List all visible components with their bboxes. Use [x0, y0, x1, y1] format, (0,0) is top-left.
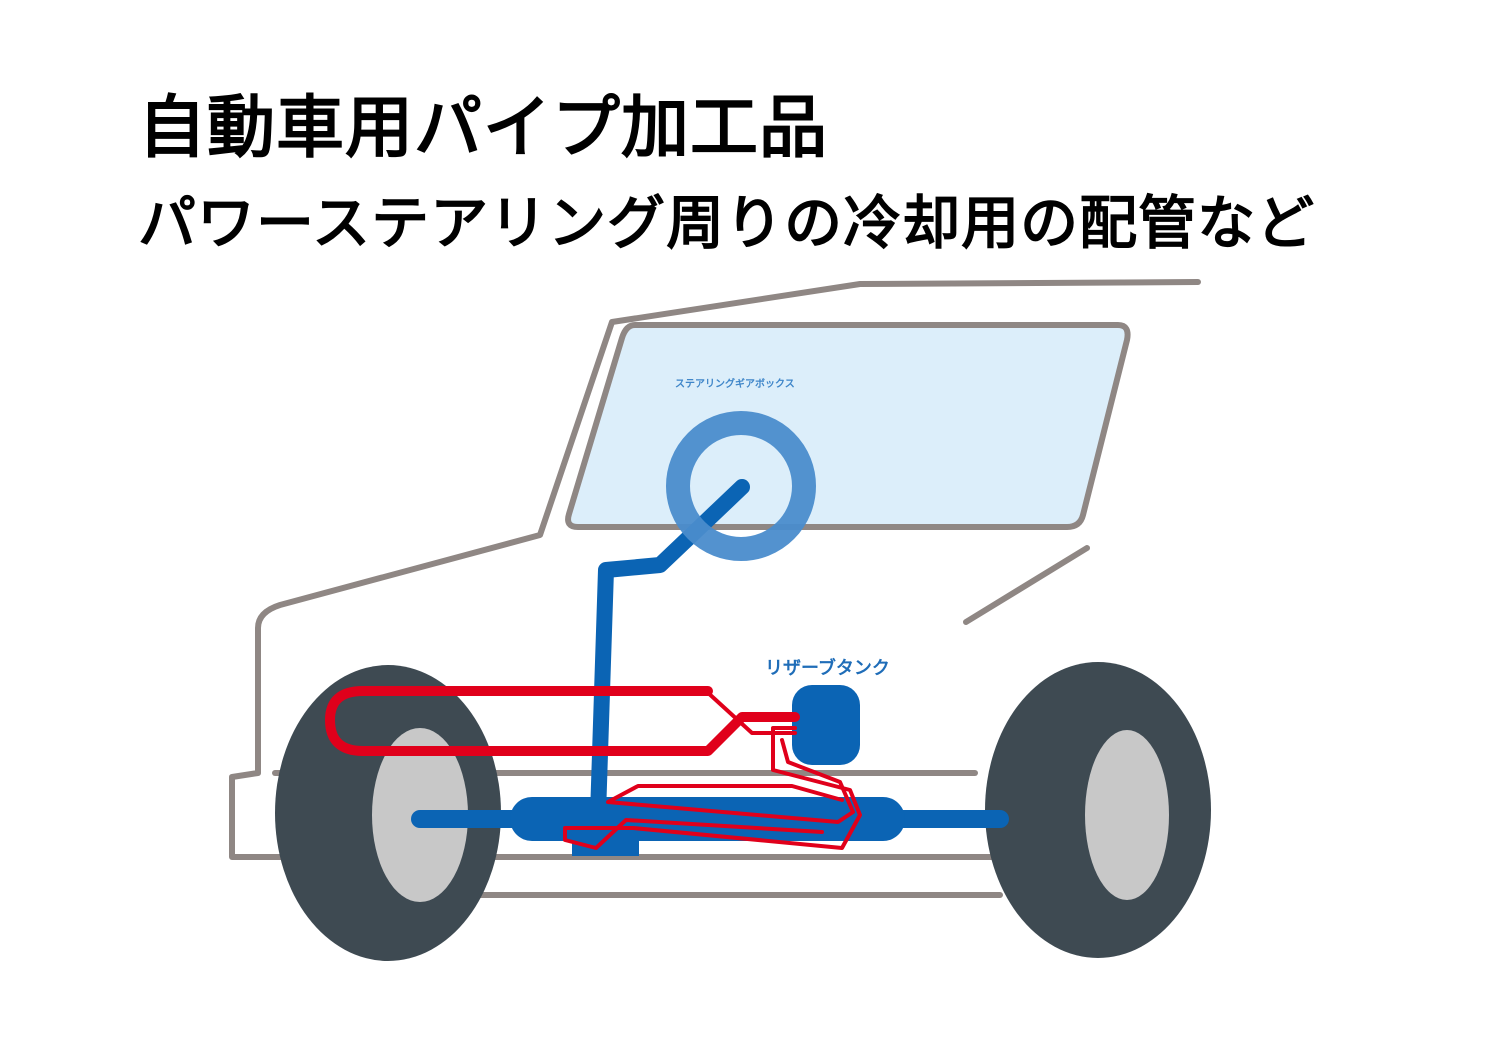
car-door-handle — [963, 545, 1090, 625]
rear-tire — [985, 662, 1211, 958]
car-roof-outline — [229, 279, 1201, 860]
cooling-pipe — [325, 686, 862, 850]
page-subtitle: パワーステアリング周りの冷却用の配管など — [138, 189, 1316, 257]
cooling-pipe-lower — [563, 726, 862, 850]
windshield — [565, 322, 1131, 530]
steering-column — [590, 479, 750, 823]
reservoir-tank-label: リザーブタンク — [765, 657, 890, 679]
cooling-pipe-loop — [325, 686, 800, 756]
reservoir-tank — [792, 685, 860, 765]
cooling-pipe-return — [704, 689, 797, 735]
cooling-pipe-rack — [606, 738, 855, 824]
steering-gearbox-label: ステアリングギアボックス — [675, 377, 795, 390]
page-title: 自動車用パイプ加工品 — [138, 89, 829, 168]
steering-wheel — [666, 411, 816, 561]
